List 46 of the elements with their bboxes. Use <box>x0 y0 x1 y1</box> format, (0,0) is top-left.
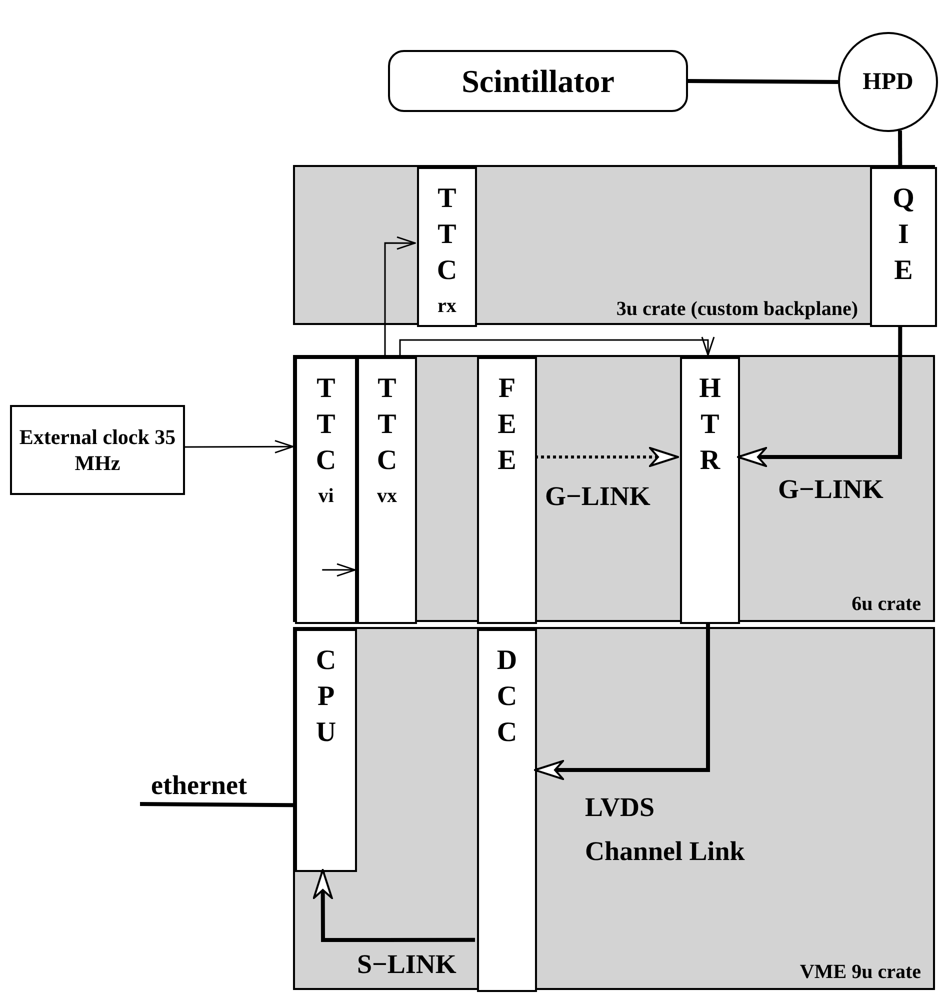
arrow <box>534 622 710 780</box>
detector-name: Scintillator <box>462 62 614 100</box>
crate-panel <box>293 627 935 990</box>
module-suffix: vi <box>317 485 335 508</box>
module-card <box>417 167 477 327</box>
module-name: TTC <box>314 372 338 478</box>
clock-label: External clock 35 MHz <box>18 424 177 476</box>
arrow <box>535 447 679 467</box>
module-name: TTC <box>436 182 458 288</box>
arrow <box>185 440 294 454</box>
edge-label: G−LINK <box>778 473 884 506</box>
connector-line <box>688 79 838 84</box>
connector-line <box>898 130 902 165</box>
detector-box <box>388 50 688 112</box>
crate-panel <box>293 355 935 622</box>
module-name: DCC <box>496 644 518 750</box>
network-label: ethernet <box>150 769 248 802</box>
module-suffix: rx <box>436 295 458 318</box>
detector-name: HPD <box>862 68 914 96</box>
module-card <box>477 629 537 992</box>
arrow <box>322 563 356 577</box>
crate-panel <box>293 165 935 325</box>
module-name: FEE <box>496 372 518 478</box>
arrow <box>312 869 475 942</box>
module-name: HTR <box>698 372 722 478</box>
crate-title: 3u crate (custom backplane) <box>616 298 858 321</box>
module-name: TTC <box>376 372 398 478</box>
crate-title: 6u crate <box>852 593 921 616</box>
arrow <box>384 236 416 355</box>
module-name: CPU <box>314 644 338 750</box>
module-suffix: vx <box>376 485 398 508</box>
arrow <box>399 336 715 356</box>
module-card <box>295 357 357 624</box>
module-name: QIE <box>892 182 916 288</box>
module-card <box>477 357 537 624</box>
edge-label: LVDS Channel Link <box>585 791 746 868</box>
arrow <box>737 325 902 467</box>
edge-label: G−LINK <box>545 480 650 513</box>
module-card <box>870 167 937 327</box>
module-card <box>680 357 740 624</box>
connector-line <box>140 802 294 808</box>
crate-title: VME 9u crate <box>800 961 921 984</box>
clock-box <box>10 405 185 495</box>
module-card <box>295 629 357 872</box>
module-card <box>357 357 417 624</box>
edge-label: S−LINK <box>357 948 456 981</box>
